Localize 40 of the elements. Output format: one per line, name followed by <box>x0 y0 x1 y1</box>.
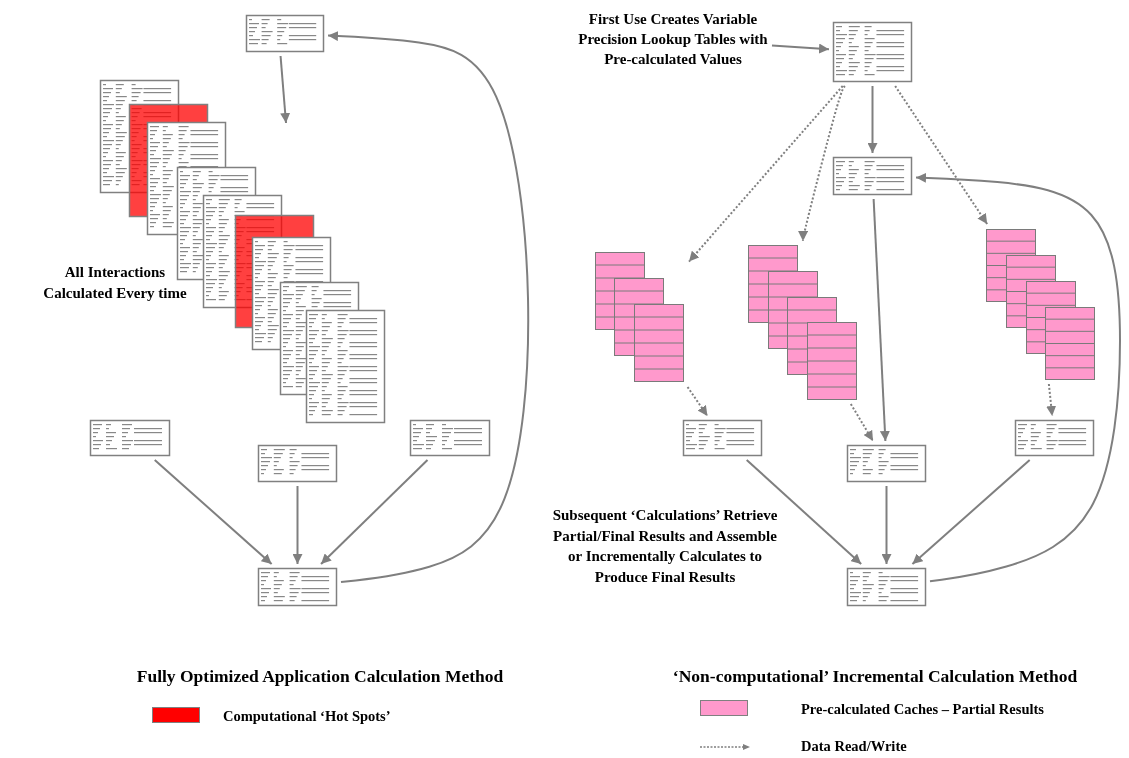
annotation-text: All Interactions Calculated Every time <box>42 263 188 303</box>
document-thumbnail <box>683 420 762 456</box>
arrow <box>911 459 1031 565</box>
cache-stack-drawing <box>747 245 857 400</box>
cache-stack-drawing <box>986 228 1095 380</box>
annotation-text: Subsequent ‘Calculations’ Retrieve Partial/Final Results and Assemble or Incrementally Calculates to Produce Final Results <box>551 506 779 587</box>
dotted-arrow <box>1046 383 1057 417</box>
arrow <box>872 198 890 442</box>
arrow <box>881 485 892 565</box>
dotted-arrow <box>849 403 874 442</box>
arrow <box>745 459 863 565</box>
section-title: ‘Non-computational’ Incremental Calculation Method <box>671 665 1079 688</box>
document-thumbnail <box>1015 420 1094 456</box>
document-thumbnail <box>90 420 170 456</box>
dotted-arrow <box>894 85 989 225</box>
note-text: First Use Creates Variable Precision Lookup Tables with Pre-calculated Values <box>578 6 768 72</box>
document-thumbnail <box>246 15 324 52</box>
document-thumbnail <box>258 568 337 606</box>
arrow <box>771 43 830 54</box>
dotted-arrow <box>688 85 844 263</box>
legend-text: Pre-calculated Caches – Partial Results <box>801 700 1044 718</box>
document-thumbnail <box>847 568 926 606</box>
legend-text: Computational ‘Hot Spots’ <box>223 707 391 725</box>
arrow <box>279 55 291 124</box>
dotted-arrow <box>798 85 846 242</box>
document-thumbnail <box>258 445 337 482</box>
document-thumbnail <box>410 420 490 456</box>
arrow <box>153 459 273 565</box>
legend-text: Data Read/Write <box>801 737 907 755</box>
arrow <box>867 85 878 154</box>
section-title: Fully Optimized Application Calculation Method <box>135 665 505 688</box>
dotted-arrow <box>686 386 709 417</box>
arrow <box>320 459 429 565</box>
arrow <box>915 172 1121 583</box>
arrow <box>327 31 530 584</box>
document-thumbnail <box>847 445 926 482</box>
arrow <box>292 485 303 565</box>
document-thumbnail <box>833 22 912 82</box>
cache-stack-drawing <box>595 252 685 383</box>
document-thumbnail <box>833 157 912 195</box>
